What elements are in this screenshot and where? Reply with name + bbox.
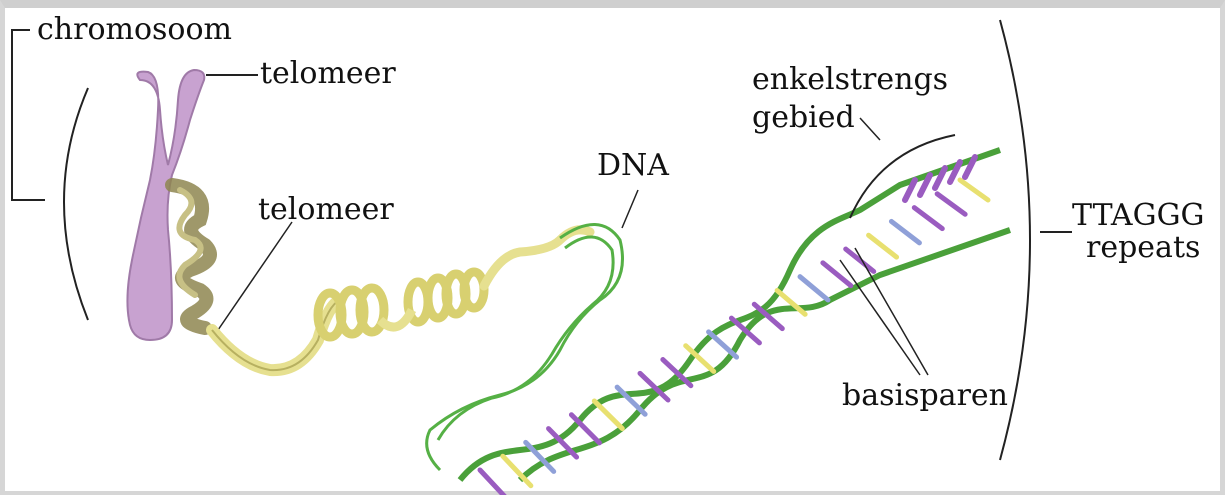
dna-helix: [460, 150, 1010, 495]
base-pair-rung: [480, 470, 508, 495]
base-pair-rung: [823, 263, 851, 286]
base-pair-rung: [800, 277, 828, 300]
label-single-strand-2: gebied: [752, 102, 855, 134]
label-repeats-1: TTAGGG: [1072, 200, 1205, 232]
base-pair-rung: [914, 208, 942, 229]
chromosome-paren: [64, 88, 88, 320]
base-pair-rung: [937, 194, 965, 214]
label-single-strand-1: enkelstrengs: [752, 64, 948, 96]
label-repeats-2: repeats: [1086, 232, 1200, 264]
label-dna: DNA: [597, 150, 669, 182]
base-pair-rung: [960, 180, 988, 200]
base-pair-rung: [869, 235, 897, 257]
label-telomere-top: telomeer: [260, 58, 396, 90]
chromatin-fiber: [212, 230, 590, 370]
base-pair-rung: [846, 249, 874, 271]
dna-leader: [622, 190, 638, 228]
label-chromosome: chromosoom: [37, 14, 232, 46]
single-strand-leader: [860, 118, 880, 140]
chromosome-shape: [127, 70, 210, 340]
label-telomere-mid: telomeer: [258, 194, 394, 226]
label-base-pairs: basisparen: [842, 380, 1008, 412]
base-pair-rung: [709, 332, 737, 357]
chromosome-bracket: [12, 30, 45, 200]
base-pair-rung: [594, 401, 622, 429]
basepair-leader-1: [855, 248, 928, 375]
telomere-mid-line: [218, 222, 292, 330]
base-pair-rung: [891, 221, 919, 242]
